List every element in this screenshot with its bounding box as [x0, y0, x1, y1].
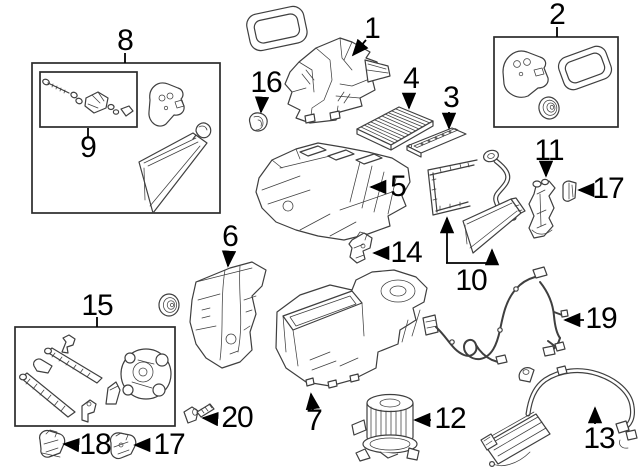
part-17-right-clip-drawing [562, 180, 577, 202]
part-6-grommet-drawing [158, 293, 180, 317]
callout-1[interactable]: 1 [364, 12, 381, 45]
part-4-filter-drawing [356, 106, 434, 151]
part-19-harness-drawing [422, 266, 569, 365]
leader-lines [62, 27, 603, 453]
part-7-case-drawing [275, 269, 428, 389]
callout-13[interactable]: 13 [583, 422, 615, 455]
callout-4[interactable]: 4 [403, 62, 420, 95]
callout-6[interactable]: 6 [222, 220, 239, 253]
part-2-gasket-drawing [502, 50, 549, 98]
kit-box-8 [31, 62, 221, 214]
part-10-seal-drawing [427, 159, 478, 216]
part-12-blower-motor-drawing [351, 393, 420, 462]
part-17-bottom-actuator-drawing [109, 432, 137, 460]
leader-arrow-1 [351, 38, 369, 57]
part-8-evaporator-drawing [138, 122, 212, 214]
callout-9[interactable]: 9 [80, 131, 97, 164]
leader-arrow-16 [254, 96, 270, 114]
kit-box-15 [14, 326, 176, 427]
leader-arrow-6 [221, 250, 237, 268]
part-5-lower-case-drawing [255, 142, 411, 241]
callout-16[interactable]: 16 [250, 66, 282, 99]
leader-arrow-7 [305, 392, 321, 411]
callout-8[interactable]: 8 [117, 24, 134, 57]
part-18-actuator-drawing [39, 429, 66, 458]
callout-11[interactable]: 11 [534, 134, 564, 167]
callout-7[interactable]: 7 [306, 404, 323, 437]
callout-5[interactable]: 5 [390, 170, 407, 203]
part-8-gasket-drawing [148, 82, 185, 127]
part-11-bracket-drawing [528, 178, 556, 239]
callout-19[interactable]: 19 [585, 302, 617, 335]
callout-15[interactable]: 15 [81, 289, 113, 322]
callout-14[interactable]: 14 [390, 236, 422, 269]
part-10-heater-core-drawing [462, 197, 526, 254]
callout-17-right[interactable]: 17 [592, 172, 624, 205]
part-1-seal-drawing [246, 5, 308, 52]
part-3-vent-strip-drawing [406, 127, 467, 158]
part-9-valve-hardware-drawing [42, 78, 134, 117]
part-1-upper-case-drawing [284, 37, 391, 124]
part-13-module-drawing [480, 365, 638, 468]
kit-box-9 [39, 71, 138, 128]
callout-2[interactable]: 2 [549, 0, 566, 31]
part-14-actuator-drawing [348, 231, 373, 264]
callout-10[interactable]: 10 [455, 264, 487, 297]
leader-arrow-18 [62, 437, 80, 453]
part-15-linkage-kit-drawing [19, 334, 172, 423]
part-16-grommet-drawing [248, 112, 268, 132]
callout-12[interactable]: 12 [434, 402, 466, 435]
callout-17-bottom[interactable]: 17 [153, 428, 185, 461]
part-2-grommet-drawing [538, 96, 560, 120]
callout-20[interactable]: 20 [221, 401, 253, 434]
callout-18[interactable]: 18 [79, 428, 111, 461]
kit-box-2 [493, 36, 619, 128]
leader-arrow-20 [201, 411, 219, 427]
part-2-seal-drawing [557, 45, 613, 91]
part-20-fitting-drawing [183, 403, 215, 424]
part-6-duct-drawing [189, 261, 267, 369]
callout-3[interactable]: 3 [443, 81, 460, 114]
